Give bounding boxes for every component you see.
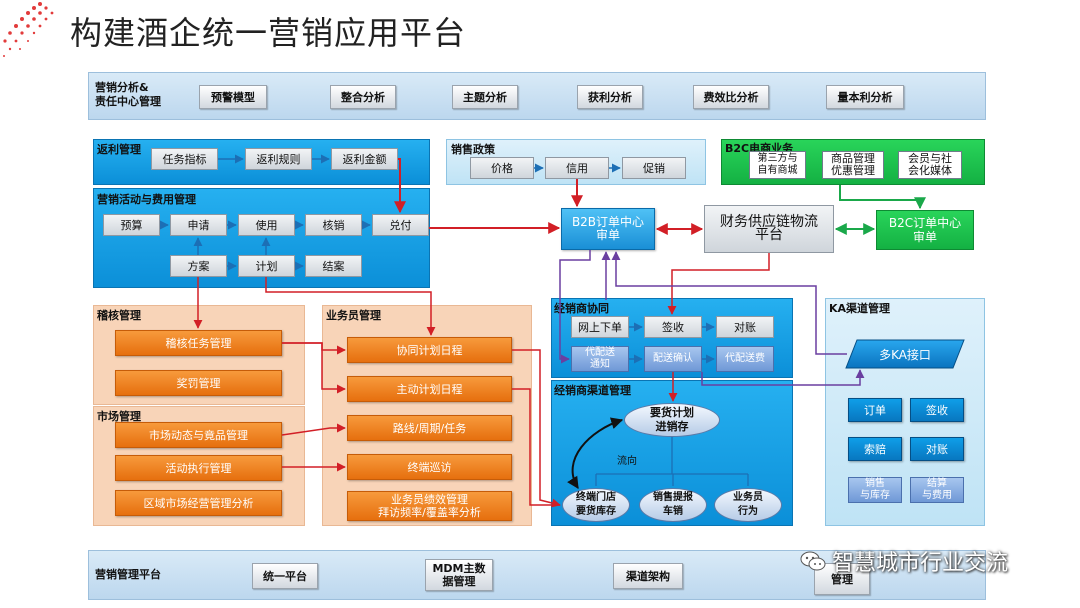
activity-apply[interactable]: 申请 [170,214,227,236]
marketing-activity-title: 营销活动与费用管理 [97,193,196,206]
analysis-item-profit[interactable]: 获利分析 [577,85,643,109]
dealer-collab-title: 经销商协同 [554,302,609,315]
rebate-rules[interactable]: 返利规则 [245,148,312,170]
ka-reconcile[interactable]: 对账 [910,437,964,461]
multi-ka-label: 多KA接口 [879,347,931,362]
ka-receipt[interactable]: 签收 [910,398,964,422]
flow-direction-label: 流向 [617,456,637,467]
activity-execution-management[interactable]: 活动执行管理 [115,455,282,481]
activity-writeoff[interactable]: 核销 [305,214,362,236]
analysis-band-label: 营销分析& 责任中心管理 [95,81,161,108]
rebate-task-target[interactable]: 任务指标 [151,148,218,170]
collab-plan-schedule[interactable]: 协同计划日程 [347,337,512,363]
audit-task-management[interactable]: 稽核任务管理 [115,330,282,356]
watermark-text: 智慧城市行业交流 [832,551,1009,576]
policy-price[interactable]: 价格 [470,157,534,179]
activity-plan[interactable]: 计划 [238,255,295,277]
b2c-product-discount[interactable]: 商品管理 优惠管理 [822,151,884,179]
platform-band-label: 营销管理平台 [95,568,161,581]
mdm-master-data[interactable]: MDM主数 据管理 [425,559,493,591]
salesman-performance[interactable]: 业务员绩效管理 拜访频率/覆盖率分析 [347,491,512,521]
finance-supply-chain-platform[interactable]: 财务供应链物流 平台 [704,205,834,253]
terminal-store-stock[interactable]: 终端门店 要货库存 [562,488,630,522]
route-cycle-task[interactable]: 路线/周期/任务 [347,415,512,441]
reconciliation[interactable]: 对账 [716,316,774,338]
b2c-third-party-mall[interactable]: 第三方与 自有商城 [749,151,806,179]
online-order[interactable]: 网上下单 [571,316,629,338]
ka-title: KA渠道管理 [829,302,891,315]
b2c-member-social[interactable]: 会员与社 会化媒体 [898,151,962,179]
market-dynamics-competition[interactable]: 市场动态与竟品管理 [115,422,282,448]
proxy-delivery-fee[interactable]: 代配送费 [716,346,774,372]
terminal-visit[interactable]: 终端巡访 [347,454,512,480]
active-plan-schedule[interactable]: 主动计划日程 [347,376,512,402]
market-title: 市场管理 [97,410,141,423]
channel-architecture[interactable]: 渠道架构 [613,563,683,589]
sales-report-van[interactable]: 销售提报 车销 [639,488,707,522]
wechat-icon [800,551,826,571]
b2c-order-center[interactable]: B2C订单中心 审单 [876,210,974,250]
multi-ka-parallelogram [845,339,965,369]
analysis-item-integrated[interactable]: 整合分析 [330,85,396,109]
delivery-confirm[interactable]: 配送确认 [644,346,702,372]
sign-receipt[interactable]: 签收 [644,316,702,338]
reward-punish-management[interactable]: 奖罚管理 [115,370,282,396]
b2b-order-center[interactable]: B2B订单中心 审单 [561,208,655,250]
unified-platform[interactable]: 统一平台 [252,563,318,589]
activity-payout[interactable]: 兑付 [372,214,429,236]
ka-claim[interactable]: 索赔 [848,437,902,461]
activity-use[interactable]: 使用 [238,214,295,236]
regional-market-analysis[interactable]: 区域市场经营管理分析 [115,490,282,516]
activity-closeout[interactable]: 结案 [305,255,362,277]
audit-title: 稽核管理 [97,309,141,322]
multi-ka-interface[interactable]: 多KA接口 [845,339,965,369]
decorative-dots-icon [3,2,54,57]
b2c-order-center-label: B2C订单中心 审单 [888,216,962,244]
proxy-delivery-notice[interactable]: 代配送 通知 [571,346,629,372]
ka-order[interactable]: 订单 [848,398,902,422]
ka-sales-inventory[interactable]: 销售 与库存 [848,477,902,503]
rebate-title: 返利管理 [97,143,141,156]
activity-scheme[interactable]: 方案 [170,255,227,277]
watermark: 智慧城市行业交流 [800,545,1008,577]
ka-settlement-fee[interactable]: 结算 与费用 [910,477,964,503]
demand-plan-inventory[interactable]: 要货计划 进销存 [624,403,720,437]
bottom-management[interactable]: 管理 [814,563,870,595]
salesman-behavior[interactable]: 业务员 行为 [714,488,782,522]
activity-budget[interactable]: 预算 [103,214,160,236]
analysis-item-cvp[interactable]: 量本利分析 [826,85,904,109]
policy-promotion[interactable]: 促销 [622,157,686,179]
sales-policy-title: 销售政策 [451,143,495,156]
rebate-amount[interactable]: 返利金额 [331,148,398,170]
policy-credit[interactable]: 信用 [545,157,609,179]
salesman-title: 业务员管理 [326,309,381,322]
analysis-item-warning-model[interactable]: 预警模型 [199,85,267,109]
dealer-channel-title: 经销商渠道管理 [554,384,631,397]
analysis-item-theme[interactable]: 主题分析 [452,85,518,109]
page-title: 构建酒企统一营销应用平台 [70,14,467,52]
analysis-item-cost-efficiency[interactable]: 费效比分析 [693,85,769,109]
